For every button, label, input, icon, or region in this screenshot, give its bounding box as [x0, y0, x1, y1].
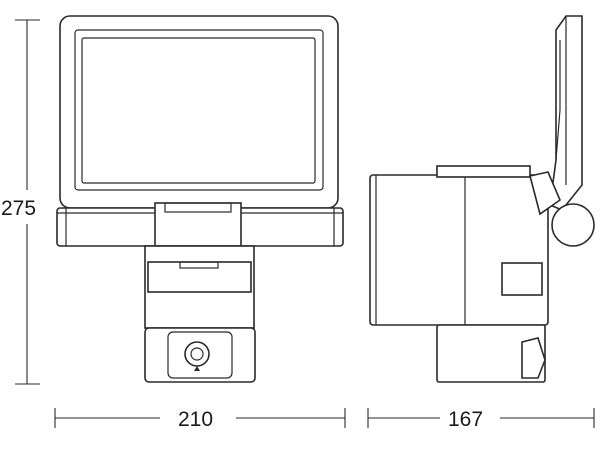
front-view: [56, 15, 344, 383]
camera-lens: [184, 341, 210, 367]
side-slot: [501, 262, 543, 296]
lamp-panel: [74, 29, 324, 191]
hinge-block: [154, 202, 242, 247]
side-base: [436, 324, 546, 383]
side-depth-dimension: 167: [367, 408, 595, 431]
sensor-strip: [147, 261, 252, 293]
lamp-housing-front: [59, 15, 339, 209]
front-width-label: 210: [178, 408, 213, 431]
height-dimension-label: 275: [1, 197, 36, 220]
height-dimension: 275: [1, 19, 40, 385]
warning-triangle-icon: [194, 366, 200, 371]
side-view: [369, 15, 595, 383]
side-body: [369, 174, 549, 326]
side-depth-label: 167: [448, 408, 483, 431]
side-pivot: [551, 203, 595, 247]
lamp-panel-inner: [81, 37, 316, 184]
front-width-dimension: 210: [54, 408, 346, 431]
side-top-plate: [436, 165, 531, 178]
